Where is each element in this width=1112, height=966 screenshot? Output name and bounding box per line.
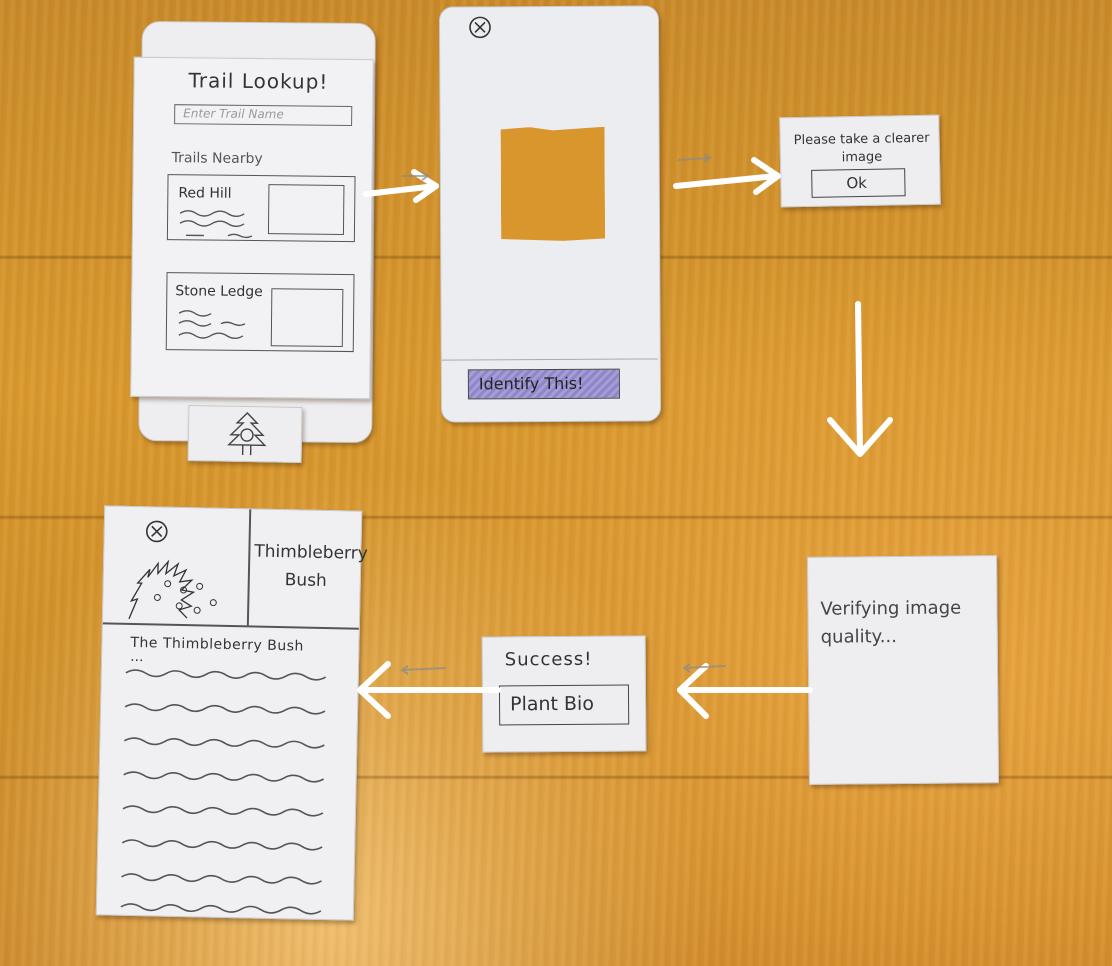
plant-bio-button-label: Plant Bio [509, 692, 595, 716]
trail-description-scribble [178, 310, 246, 340]
plant-bio-text-scribble [120, 669, 327, 915]
trail-search-placeholder: Enter Trail Name [183, 106, 284, 122]
tree-icon [227, 412, 267, 456]
close-icon[interactable] [468, 15, 492, 39]
trail-lookup-title: Trail Lookup! [188, 68, 329, 94]
plant-bio-screen: Thimbleberry Bush The Thimbleberry Bush … [95, 505, 368, 921]
plant-sketch-icon [128, 559, 217, 620]
identify-button-label: Identify This! [478, 373, 584, 394]
verifying-screen: Verifying image quality... [807, 555, 999, 785]
camera-screen: Identify This! [438, 5, 662, 423]
ok-button-label: Ok [846, 173, 868, 193]
verifying-message: Verifying image quality... [820, 597, 962, 648]
identify-button[interactable]: Identify This! [467, 368, 620, 400]
plant-bio-heading: The Thimbleberry Bush [130, 634, 305, 655]
arrow-lookup-to-camera [363, 169, 439, 203]
arrow-verifying-to-success [677, 663, 813, 719]
plant-bio-ellipsis: ... [129, 648, 144, 666]
trail-card-name: Red Hill [178, 185, 232, 202]
trail-thumbnail [267, 184, 345, 235]
retry-dialog: Please take a clearer image Ok [779, 114, 941, 208]
identify-tab[interactable] [187, 405, 303, 463]
trail-card-name: Stone Ledge [175, 283, 263, 301]
arrow-camera-to-retry [673, 157, 781, 195]
ok-button[interactable]: Ok [811, 168, 906, 198]
trail-lookup-screen: Trail Lookup! Enter Trail Name Trails Ne… [130, 56, 374, 400]
close-icon[interactable] [145, 519, 169, 543]
arrow-success-to-bio [357, 661, 501, 719]
arrow-retry-to-verifying [827, 301, 893, 457]
plant-bio-button[interactable]: Plant Bio [498, 684, 630, 726]
plant-bio-vertical-divider [246, 509, 251, 626]
plant-name: Thimbleberry Bush [254, 541, 368, 592]
success-title: Success! [504, 648, 593, 671]
camera-bottom-bar [441, 358, 658, 361]
trail-description-scribble [179, 210, 253, 239]
trail-search-input[interactable]: Enter Trail Name [174, 104, 353, 127]
trail-card-red-hill[interactable]: Red Hill [166, 174, 356, 243]
success-dialog: Success! Plant Bio [481, 635, 647, 753]
retry-message: Please take a clearer image [793, 130, 930, 166]
trail-thumbnail [270, 288, 344, 347]
trail-card-stone-ledge[interactable]: Stone Ledge [165, 272, 355, 353]
camera-viewfinder [501, 127, 606, 242]
trails-nearby-heading: Trails Nearby [171, 150, 263, 168]
